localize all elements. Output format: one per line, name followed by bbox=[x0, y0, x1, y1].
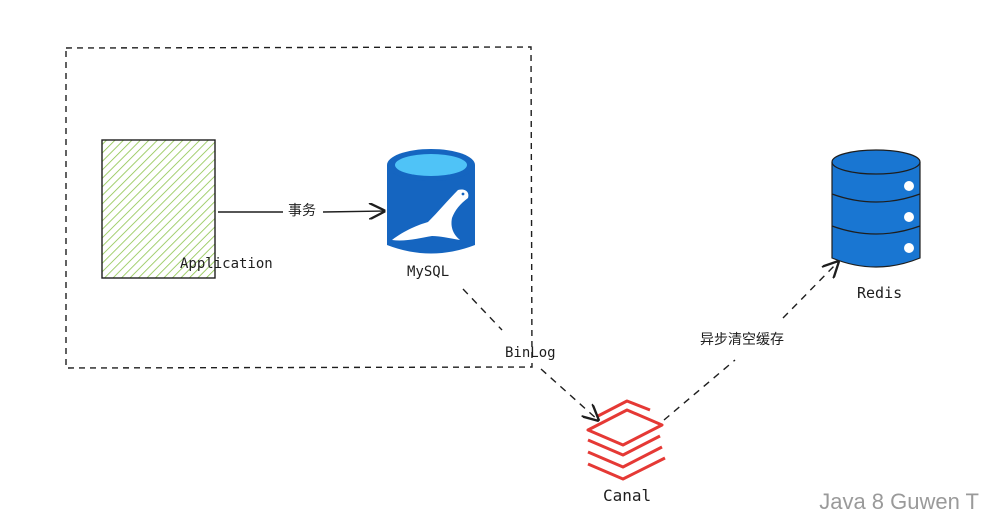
watermark: Java 8 Guwen T bbox=[819, 489, 979, 514]
canal-icon[interactable] bbox=[586, 399, 666, 481]
application-label: Application bbox=[180, 256, 273, 272]
system-boundary bbox=[65, 46, 533, 369]
mysql-icon[interactable] bbox=[387, 149, 475, 254]
edge-label-binlog: BinLog bbox=[505, 345, 556, 361]
redis-icon[interactable] bbox=[831, 149, 921, 268]
canal-label: Canal bbox=[603, 486, 652, 505]
redis-label: Redis bbox=[857, 284, 903, 302]
edge-label-transaction: 事务 bbox=[288, 203, 316, 219]
edge-app-to-mysql bbox=[218, 211, 384, 212]
mysql-label: MySQL bbox=[407, 264, 450, 280]
edge-canal-to-redis bbox=[663, 262, 838, 421]
application-node[interactable] bbox=[101, 139, 216, 279]
edge-label-async-clear-cache: 异步清空缓存 bbox=[700, 332, 784, 348]
edge-mysql-to-canal bbox=[462, 288, 598, 420]
